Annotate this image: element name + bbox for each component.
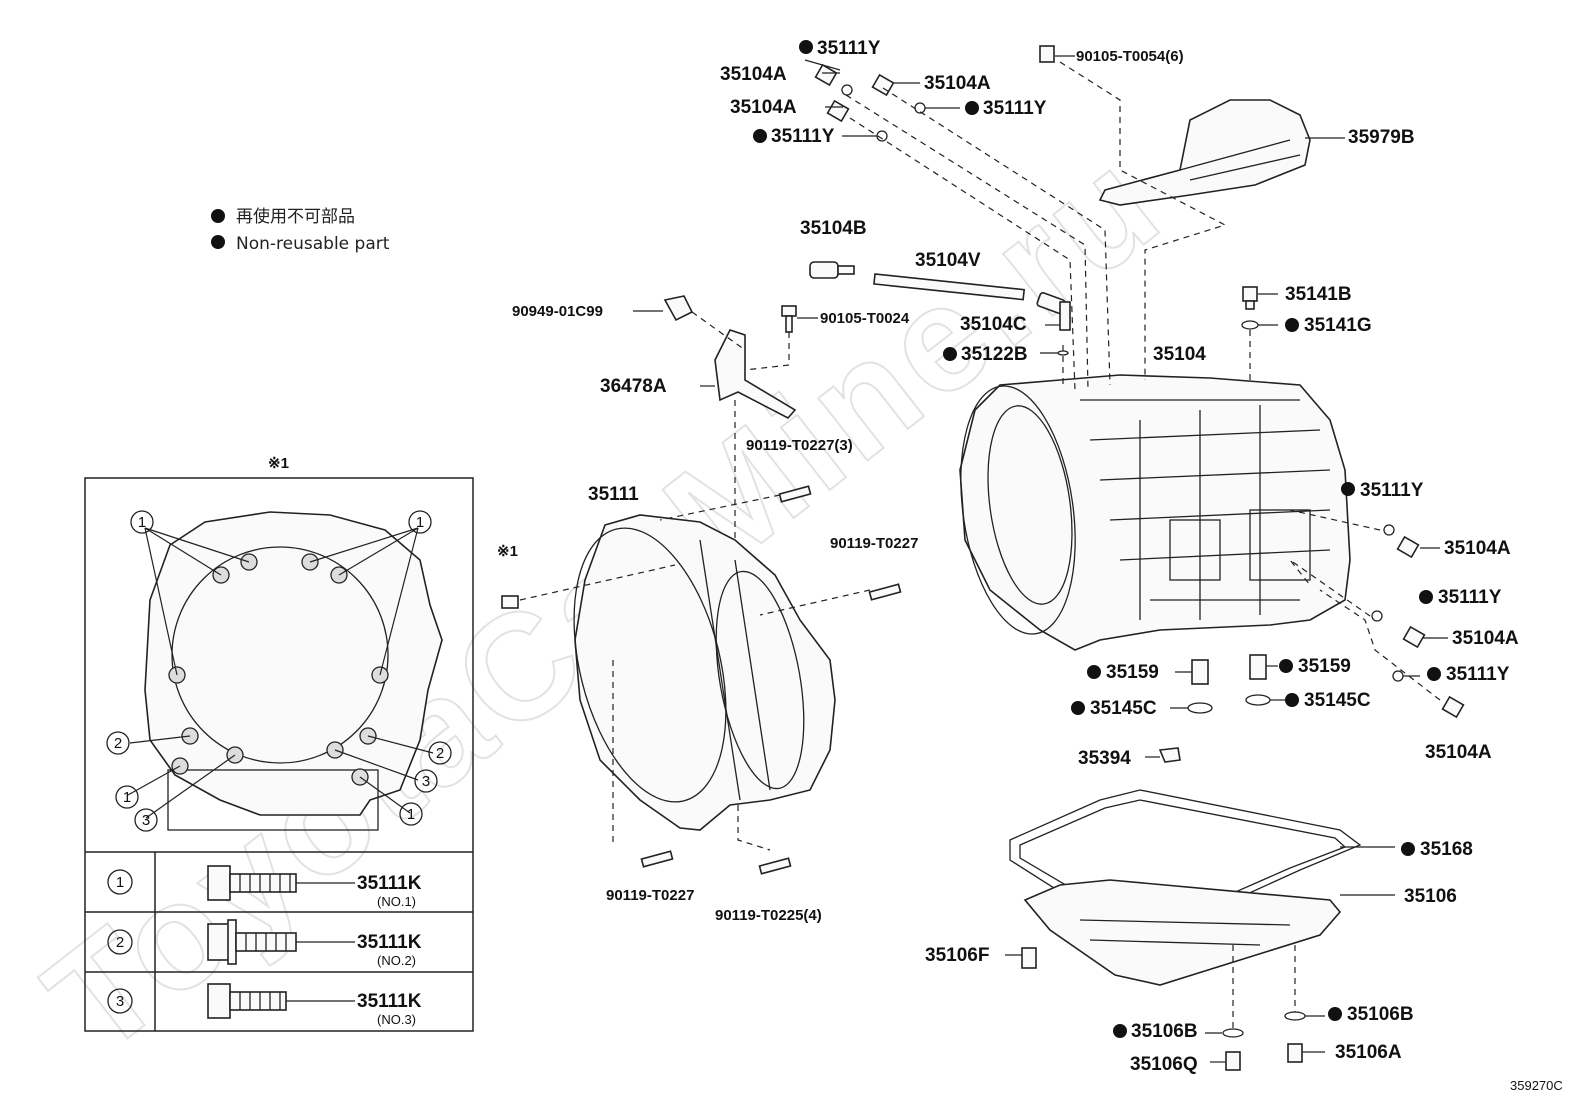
label-35104V: 35104V — [915, 250, 981, 271]
label-90119-T0227-b: 90119-T0227 — [606, 887, 694, 904]
label-35104: 35104 — [1153, 344, 1206, 365]
detail-row-1-sub: (NO.1) — [377, 894, 416, 909]
detail-box: ※1 — [84, 455, 474, 1032]
label-35104A-a: 35104A — [720, 64, 787, 85]
label-35104A-c: 35104A — [730, 97, 797, 118]
label-35159-b: 35159 — [1298, 656, 1351, 677]
detail-row-2-sub: (NO.2) — [377, 953, 416, 968]
bolt-icon — [207, 919, 297, 965]
svg-text:2: 2 — [116, 934, 124, 951]
label-35111Y-a: 35111Y — [817, 38, 881, 59]
legend-japanese: 再使用不可部品 — [236, 206, 355, 227]
label-90949-01C99: 90949-01C99 — [512, 303, 603, 320]
detail-row-2-part: 35111K — [357, 932, 422, 953]
detail-row-2: 2 35111K (NO.2) — [107, 919, 422, 968]
label-35394: 35394 — [1078, 748, 1131, 769]
label-35168: 35168 — [1420, 839, 1473, 860]
bell-housing-drawing — [573, 514, 836, 831]
detail-row-3: 3 35111K (NO.3) — [107, 983, 422, 1027]
label-35111Y-e: 35111Y — [1438, 587, 1502, 608]
callout-3a: 3 — [422, 773, 430, 790]
label-35145C-b: 35145C — [1304, 690, 1371, 711]
label-35111Y-d: 35111Y — [1360, 480, 1424, 501]
detail-row-3-sub: (NO.3) — [377, 1012, 416, 1027]
label-35106A: 35106A — [1335, 1042, 1402, 1063]
label-35122B: 35122B — [961, 344, 1028, 365]
detail-row-3-part: 35111K — [357, 991, 422, 1012]
svg-text:3: 3 — [116, 993, 124, 1010]
detail-row-1-part: 35111K — [357, 873, 422, 894]
label-36478A: 36478A — [600, 376, 667, 397]
label-90105-T0024: 90105-T0024 — [820, 310, 910, 327]
oil-pan-drawing — [1023, 879, 1342, 986]
label-35104C: 35104C — [960, 314, 1027, 335]
label-35979B: 35979B — [1348, 127, 1415, 148]
legend: 再使用不可部品 Non-reusable part — [211, 206, 390, 254]
callout-2a: 2 — [114, 735, 122, 752]
label-90119-T0227-3: 90119-T0227(3) — [746, 437, 853, 454]
label-35106B-b: 35106B — [1347, 1004, 1414, 1025]
label-35145C-a: 35145C — [1090, 698, 1157, 719]
callout-1d: 1 — [407, 806, 415, 823]
callout-1b: 1 — [416, 514, 424, 531]
part-labels: 35111Y 35104A 35104A 35104A 35111Y 35111… — [497, 38, 1519, 1075]
label-35104A-d: 35104A — [1444, 538, 1511, 559]
callout-2b: 2 — [436, 745, 444, 762]
label-35106Q: 35106Q — [1130, 1054, 1198, 1075]
legend-english: Non-reusable part — [236, 234, 390, 254]
callout-3b: 3 — [142, 812, 150, 829]
label-35106B-a: 35106B — [1131, 1021, 1198, 1042]
non-reusable-markers — [753, 40, 1441, 1038]
small-parts — [501, 45, 1465, 1071]
label-35159-a: 35159 — [1106, 662, 1159, 683]
leader-lines — [519, 55, 1448, 1063]
label-35141B: 35141B — [1285, 284, 1352, 305]
callout-1c: 1 — [123, 789, 131, 806]
label-35106F: 35106F — [925, 945, 989, 966]
detail-row-1: 1 35111K (NO.1) — [107, 865, 422, 909]
detail-box-title: ※1 — [268, 455, 289, 472]
label-35104A-e: 35104A — [1452, 628, 1519, 649]
label-35141G: 35141G — [1304, 315, 1372, 336]
label-35111Y-c: 35111Y — [771, 126, 835, 147]
label-35106: 35106 — [1404, 886, 1457, 907]
cover-plate-drawing — [1098, 99, 1311, 206]
diagram-code: 359270C — [1510, 1078, 1563, 1093]
label-35104A-f: 35104A — [1425, 742, 1492, 763]
svg-text:1: 1 — [116, 874, 124, 891]
label-35111: 35111 — [588, 484, 639, 505]
label-star1: ※1 — [497, 543, 518, 560]
label-35104A-b: 35104A — [924, 73, 991, 94]
label-90119-T0225-4: 90119-T0225(4) — [715, 907, 822, 924]
label-90105-T0054: 90105-T0054(6) — [1076, 48, 1184, 65]
label-90119-T0227-r: 90119-T0227 — [830, 535, 918, 552]
label-35111Y-b: 35111Y — [983, 98, 1047, 119]
transmission-case-drawing — [959, 374, 1351, 651]
adapter-plate-drawing: 1 1 2 2 1 3 3 1 — [106, 510, 452, 832]
label-35104B: 35104B — [800, 218, 867, 239]
bolt-icon — [207, 983, 287, 1019]
label-35111Y-f: 35111Y — [1446, 664, 1510, 685]
callout-1a: 1 — [138, 514, 146, 531]
